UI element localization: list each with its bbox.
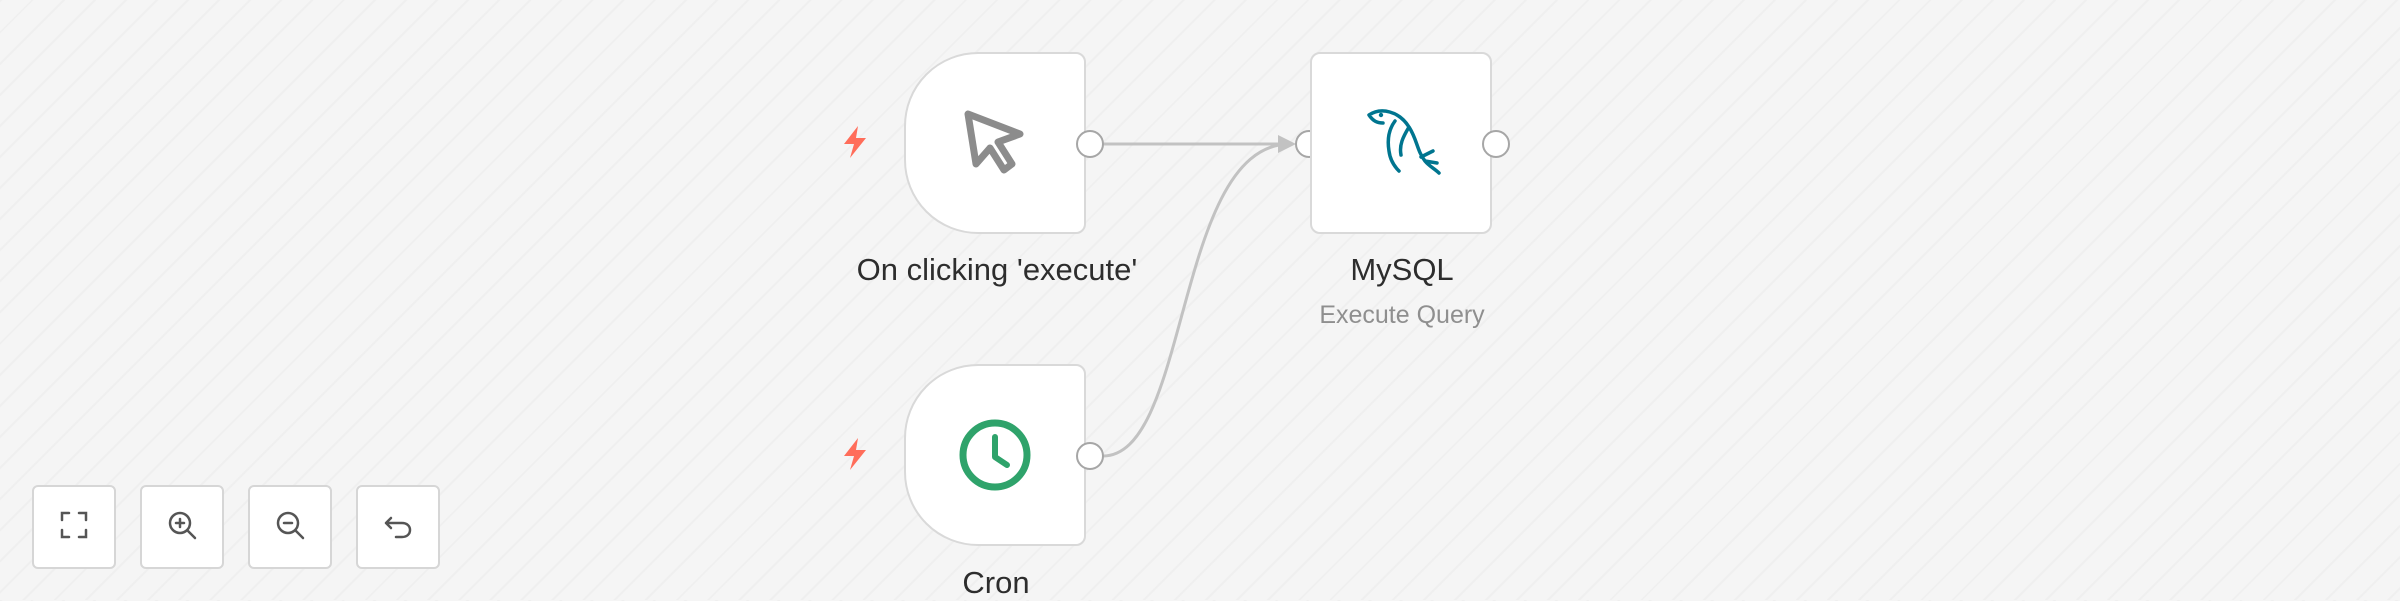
undo-icon: [382, 509, 414, 546]
connection-arrowhead: [1278, 135, 1296, 153]
trigger-bolt-icon: [840, 436, 870, 472]
fullscreen-icon: [58, 509, 90, 546]
node-mysql[interactable]: [1310, 52, 1492, 234]
output-handle[interactable]: [1482, 130, 1510, 158]
connection-cron-to-mysql[interactable]: [1102, 142, 1291, 458]
node-title: MySQL: [1350, 252, 1454, 287]
zoom-out-button[interactable]: [248, 485, 332, 569]
zoom-in-button[interactable]: [140, 485, 224, 569]
output-handle[interactable]: [1076, 442, 1104, 470]
node-title: Cron: [962, 565, 1030, 600]
output-handle[interactable]: [1076, 130, 1104, 158]
zoom-out-icon: [274, 509, 306, 546]
cursor-pointer-icon: [960, 108, 1030, 178]
node-title: On clicking 'execute': [856, 252, 1138, 287]
trigger-bolt-icon: [840, 124, 870, 160]
reset-zoom-button[interactable]: [356, 485, 440, 569]
zoom-in-icon: [166, 509, 198, 546]
node-manual-trigger[interactable]: [904, 52, 1086, 234]
zoom-to-fit-button[interactable]: [32, 485, 116, 569]
clock-icon: [957, 417, 1033, 493]
node-subtitle: Execute Query: [1319, 301, 1485, 329]
mysql-dolphin-icon: [1359, 101, 1443, 185]
node-cron[interactable]: [904, 364, 1086, 546]
